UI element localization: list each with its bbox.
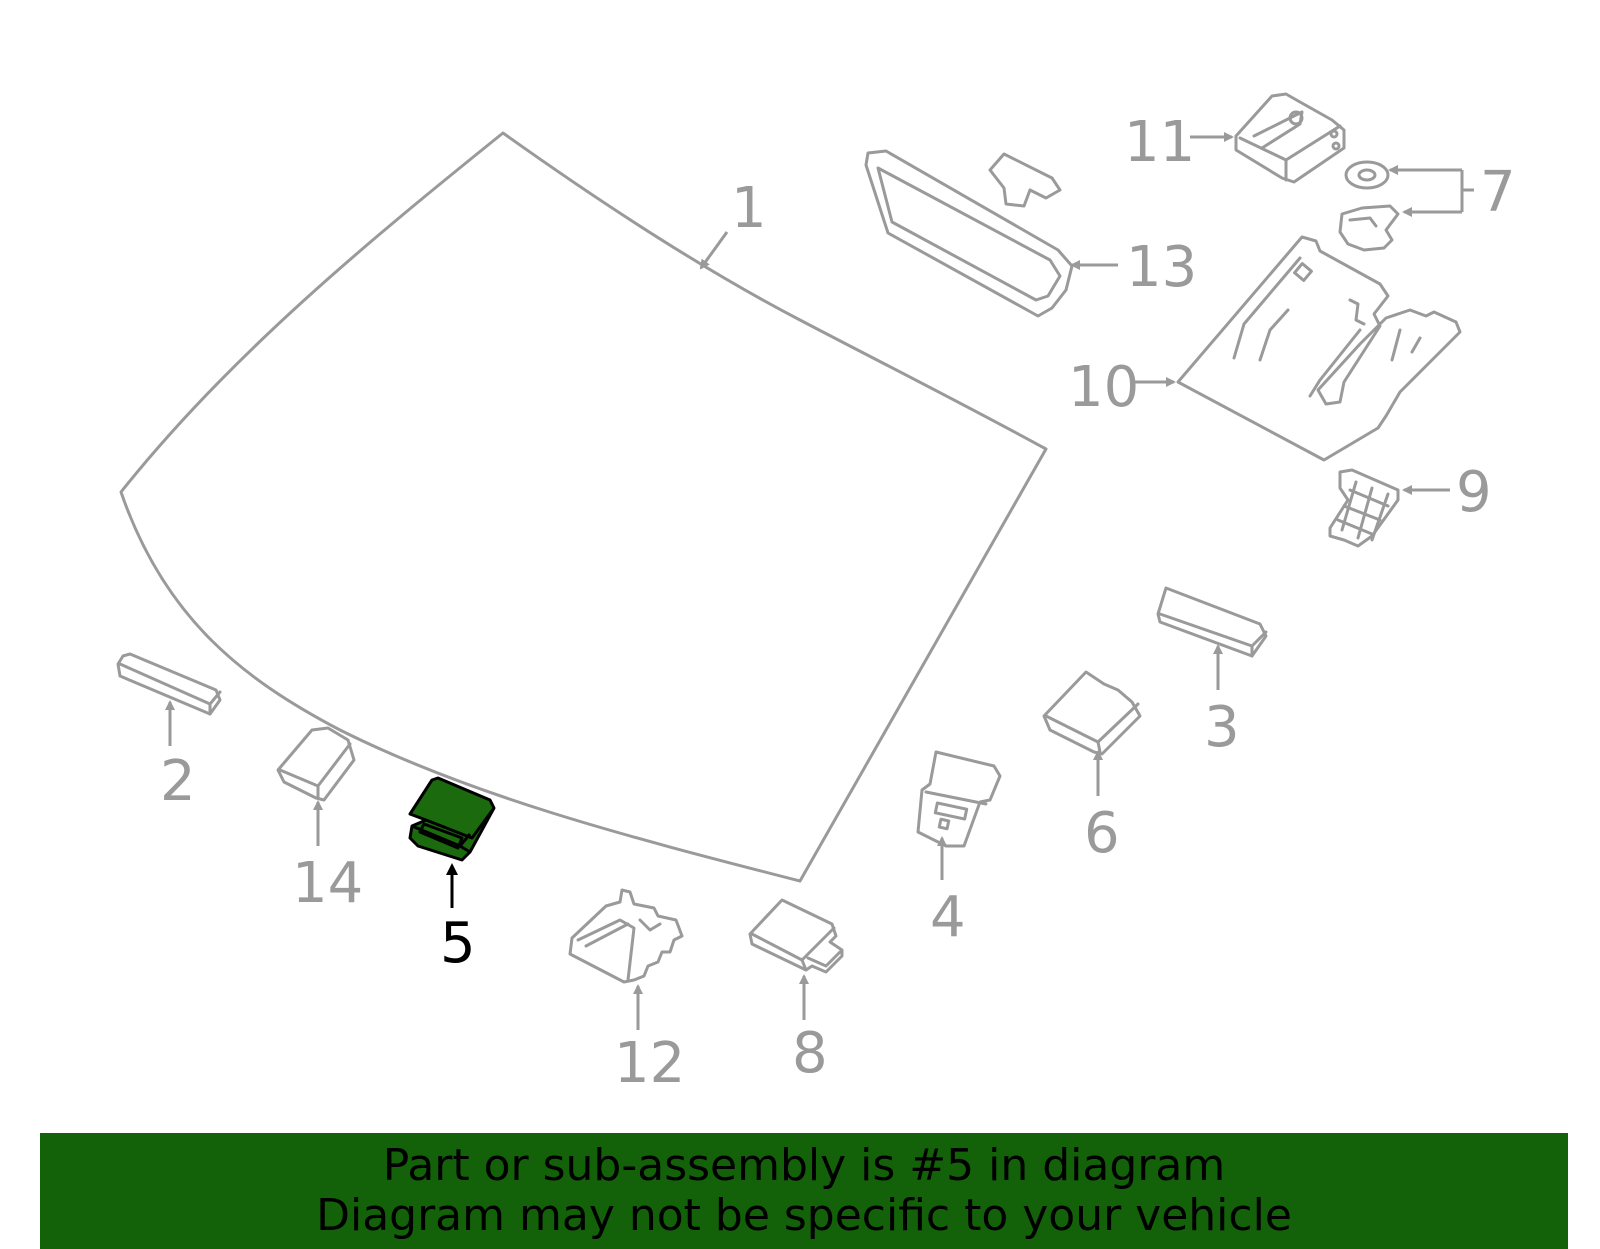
part-10-bracket[interactable] <box>1176 235 1462 462</box>
callout-4-label: 4 <box>930 885 966 950</box>
callout-6-label: 6 <box>1084 801 1120 866</box>
callout-10-label: 10 <box>1068 355 1139 420</box>
part-11-sensor-housing[interactable] <box>1234 92 1346 184</box>
callout-9: 9 <box>1402 460 1492 525</box>
callout-11: 11 <box>1124 110 1234 175</box>
part-6-pad[interactable] <box>1042 670 1142 756</box>
callout-3-label: 3 <box>1204 695 1240 760</box>
banner-line-2: Diagram may not be specific to your vehi… <box>316 1190 1292 1241</box>
callout-14-label: 14 <box>292 851 363 916</box>
callout-12: 12 <box>614 984 685 1096</box>
part-14-pad[interactable] <box>276 726 356 802</box>
callout-8: 8 <box>792 974 828 1086</box>
part-13-rearview-mirror[interactable] <box>864 149 1074 318</box>
callout-5: 5 <box>440 863 476 976</box>
callout-3: 3 <box>1204 644 1240 760</box>
part-7-washer-clip[interactable] <box>1338 160 1400 252</box>
callout-5-label: 5 <box>440 911 476 976</box>
part-2-strip[interactable] <box>116 652 222 716</box>
callout-1: 1 <box>699 176 767 270</box>
callout-11-label: 11 <box>1124 110 1195 175</box>
callout-1-label: 1 <box>731 176 767 241</box>
callout-4: 4 <box>930 836 966 950</box>
callout-8-label: 8 <box>792 1021 828 1086</box>
callout-10: 10 <box>1068 355 1176 420</box>
callout-12-label: 12 <box>614 1031 685 1096</box>
callout-2: 2 <box>160 700 196 814</box>
part-8-block[interactable] <box>748 898 844 974</box>
callout-13: 13 <box>1070 235 1197 300</box>
callout-2-label: 2 <box>160 749 196 814</box>
part-9-grid-clip[interactable] <box>1328 468 1400 548</box>
banner-line-1: Part or sub-assembly is #5 in diagram <box>382 1140 1226 1191</box>
part-4-bracket[interactable] <box>916 750 1002 848</box>
info-banner: Part or sub-assembly is #5 in diagram Di… <box>40 1133 1568 1249</box>
callout-9-label: 9 <box>1456 460 1492 525</box>
callout-7-label: 7 <box>1480 160 1516 225</box>
part-1-windshield[interactable] <box>119 131 1048 883</box>
part-5-highlighted-bracket[interactable] <box>408 776 496 862</box>
callout-7: 7 <box>1388 160 1516 225</box>
part-12-bracket[interactable] <box>568 888 684 984</box>
callout-14: 14 <box>292 800 363 916</box>
callout-13-label: 13 <box>1126 235 1197 300</box>
part-3-strip[interactable] <box>1156 586 1268 658</box>
callout-6: 6 <box>1084 750 1120 866</box>
